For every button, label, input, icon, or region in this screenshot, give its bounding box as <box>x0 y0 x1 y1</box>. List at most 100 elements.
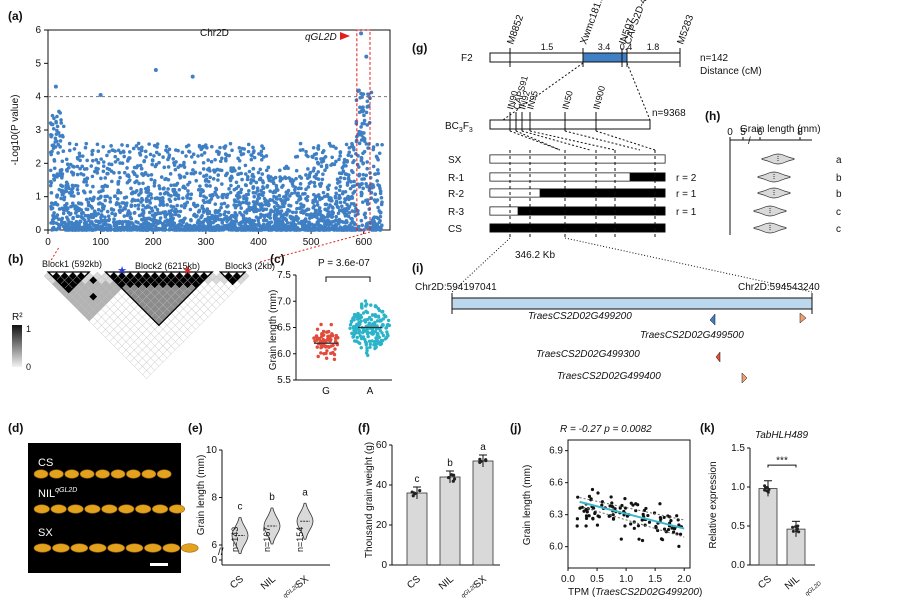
snp-point <box>54 132 59 136</box>
snp-point <box>141 181 145 186</box>
snp-point <box>60 206 64 211</box>
c-point-A <box>352 312 357 317</box>
snp-point <box>252 194 257 199</box>
snp-point <box>299 219 304 224</box>
snp-point <box>176 165 181 170</box>
f-replicate-dot <box>451 479 455 483</box>
snp-point <box>99 176 103 181</box>
c-point-A <box>378 319 382 323</box>
snp-point <box>127 224 132 229</box>
snp-point <box>294 210 298 215</box>
e-xtick-label: NIL <box>259 574 278 593</box>
snp-point <box>359 218 364 223</box>
h-tick-label: 8 <box>797 127 803 138</box>
snp-point <box>49 191 54 195</box>
snp-point <box>337 171 342 175</box>
snp-point <box>272 189 277 194</box>
snp-point <box>209 159 214 164</box>
snp-point <box>362 121 366 126</box>
grain-seed <box>168 504 185 514</box>
snp-point <box>134 219 138 224</box>
snp-point <box>116 157 120 162</box>
bc-spread-line <box>564 130 641 151</box>
gene-arrow-icon <box>799 312 807 324</box>
gene-arrow-icon <box>709 313 716 326</box>
snp-point <box>362 139 367 144</box>
snp-point <box>318 209 323 214</box>
e-n-label: n=154 <box>295 527 305 552</box>
block2-label: Block2 (6215kb) <box>135 261 200 271</box>
panel-e: (e) Grain length (mm) 06810//cn=143CSbn=… <box>188 421 330 600</box>
snp-point <box>131 146 136 151</box>
snp-point <box>259 206 264 211</box>
snp-point <box>137 151 142 155</box>
grain-seed <box>125 543 144 553</box>
snp-point <box>103 219 107 223</box>
grain-seed <box>144 543 162 553</box>
snp-point <box>373 192 378 197</box>
snp-point <box>304 226 308 231</box>
f-ylabel: Thousand grain weight (g) <box>364 442 375 558</box>
snp-point <box>245 177 250 182</box>
snp-point <box>375 179 379 183</box>
bc-spread-line <box>529 130 616 151</box>
snp-point <box>56 151 60 155</box>
recombinant-segment <box>539 188 666 198</box>
snp-point <box>312 192 316 197</box>
snp-point <box>60 216 65 221</box>
snp-point <box>143 149 148 154</box>
snp-point <box>281 216 285 220</box>
snp-point <box>160 226 164 230</box>
snp-point <box>183 186 187 191</box>
snp-point <box>228 141 233 146</box>
snp-point <box>376 216 381 221</box>
j-point <box>600 503 604 507</box>
snp-point <box>251 166 256 171</box>
snp-point <box>313 195 318 200</box>
snp-point <box>163 215 168 219</box>
snp-point <box>254 201 258 206</box>
snp-point <box>67 141 72 146</box>
snp-point <box>76 208 81 213</box>
snp-point <box>156 221 161 225</box>
snp-point <box>348 196 352 201</box>
f-replicate-dot <box>411 494 415 498</box>
c-point-A <box>384 314 388 319</box>
snp-point <box>90 149 94 154</box>
snp-point <box>89 164 94 168</box>
c-point-A <box>385 332 390 337</box>
snp-point <box>51 221 55 225</box>
c-significance-bracket <box>325 276 371 282</box>
snp-point <box>236 156 240 161</box>
gene-label: TraesCS2D02G499200 <box>528 311 632 322</box>
panel-a: (a) Chr2D qGL2D -Log10(P value) 01234560… <box>8 9 391 263</box>
snp-point <box>207 211 212 216</box>
panel-label-d: (d) <box>8 421 23 435</box>
snp-point <box>140 208 145 212</box>
snp-point <box>50 113 55 118</box>
snp-point <box>330 209 335 214</box>
snp-point <box>325 208 329 213</box>
snp-point <box>166 187 170 191</box>
snp-point <box>198 171 202 175</box>
c-point-A <box>370 322 375 326</box>
snp-point <box>167 209 172 214</box>
snp-point <box>79 172 83 176</box>
snp-point <box>324 202 329 207</box>
snp-point <box>173 224 178 229</box>
j-point <box>590 487 595 492</box>
snp-point <box>265 185 269 189</box>
snp-point <box>198 193 203 198</box>
snp-point <box>49 152 53 157</box>
snp-point <box>289 191 294 196</box>
snp-point <box>314 156 319 161</box>
snp-point <box>288 215 293 220</box>
snp-point <box>291 222 295 226</box>
ld-link-right <box>259 231 371 263</box>
snp-point <box>125 228 130 232</box>
snp-point <box>281 224 286 228</box>
bc-marker-label: IN900 <box>591 85 607 111</box>
snp-point <box>306 167 310 171</box>
snp-point <box>362 228 366 232</box>
